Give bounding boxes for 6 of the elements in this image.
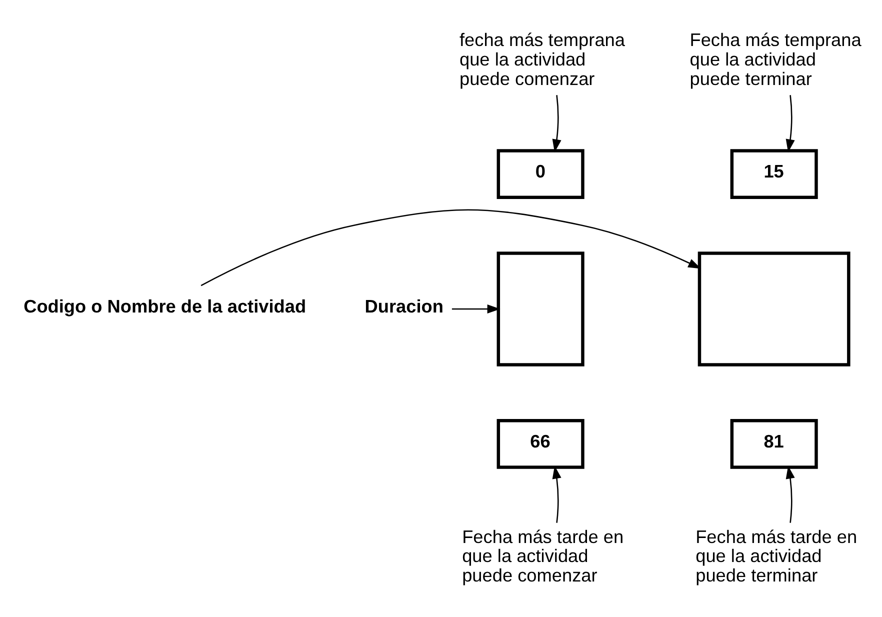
node-text: Duracion [364, 296, 444, 316]
node-text: Fecha más tarde en que la actividad puede terminar [696, 526, 858, 586]
node-text: Fecha más tarde en que la actividad puede comenzar [462, 526, 624, 586]
node-text: Codigo o Nombre de la actividad [24, 296, 306, 316]
node-text: fecha más temprana que la actividad puede comenzar [459, 29, 625, 88]
node-text: Fecha más temprana que la actividad puede terminar [690, 29, 862, 88]
